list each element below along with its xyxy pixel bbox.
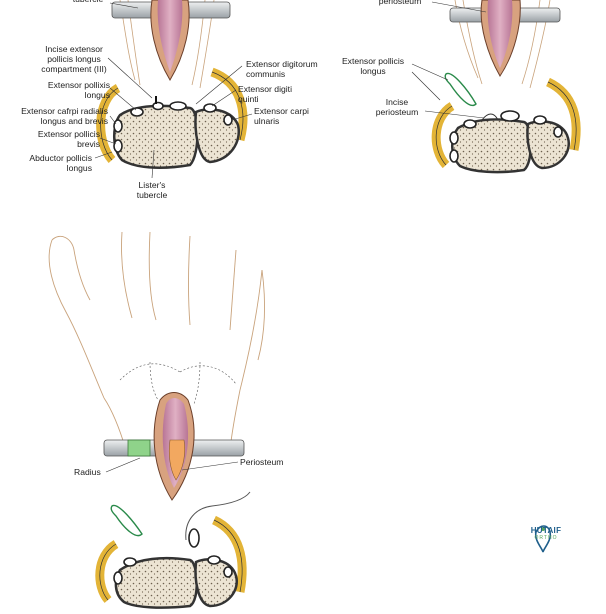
tendons	[113, 101, 233, 153]
leader-lines	[94, 2, 253, 179]
label-tubercle: tubercle	[64, 0, 112, 4]
label-radius: Radius	[74, 467, 101, 477]
veins	[119, 361, 237, 405]
periosteum-exposed	[168, 439, 186, 481]
epl-tendon-retracted	[444, 72, 477, 107]
label-periosteum: Periosteum	[240, 457, 284, 467]
logo-name: HUTAIF	[530, 526, 562, 535]
label-abductor-pollicis-longus: Abductor pollicis longus	[29, 153, 92, 173]
logo-mark-icon	[534, 525, 552, 553]
panel-top-right	[411, 0, 581, 174]
label-extensor-pollicis-longus-right: Extensor pollicis longus	[341, 56, 405, 76]
cross-section-bottom	[95, 515, 247, 609]
panel-top-left	[94, 0, 253, 179]
tendon-sheath	[157, 0, 183, 72]
cross-section-top-left	[96, 67, 248, 169]
panel-bottom	[48, 231, 266, 609]
label-extensor-carpi-ulnaris: Extensor carpi ulnaris	[254, 106, 309, 126]
cross-section-top-right	[431, 77, 581, 174]
radius-marker	[127, 439, 151, 457]
elevator-wire	[185, 491, 251, 541]
label-extensor-pollicis-longus: Extensor pollixis longus	[47, 80, 110, 100]
label-listers-tubercle: Lister's tubercle	[136, 180, 168, 200]
label-extensor-pollicis-brevis: Extensor pollicis brevis	[37, 129, 100, 149]
radius-bone-right	[451, 118, 532, 174]
hand-outline	[48, 231, 266, 451]
label-extensor-digiti-quinti: Extensor digiti quinti	[238, 84, 292, 104]
ulna-bone-right	[526, 120, 571, 170]
label-incise-epl-compartment: Incise extensor pollicis longus compartm…	[41, 44, 107, 74]
label-periosteum-top: periosteum	[378, 0, 422, 6]
label-ecrl-ecrb: Extensor cafrpi radialis longus and brev…	[21, 106, 108, 126]
label-incise-periosteum: Incise periosteum	[375, 97, 419, 117]
logo: HUTAIF ORTHO	[522, 526, 570, 541]
radius-bone	[113, 104, 199, 169]
ulna-bone	[194, 108, 241, 164]
label-extensor-digitorum-communis: Extensor digitorum communis	[246, 59, 318, 79]
logo-subtitle: ORTHO	[534, 535, 558, 541]
